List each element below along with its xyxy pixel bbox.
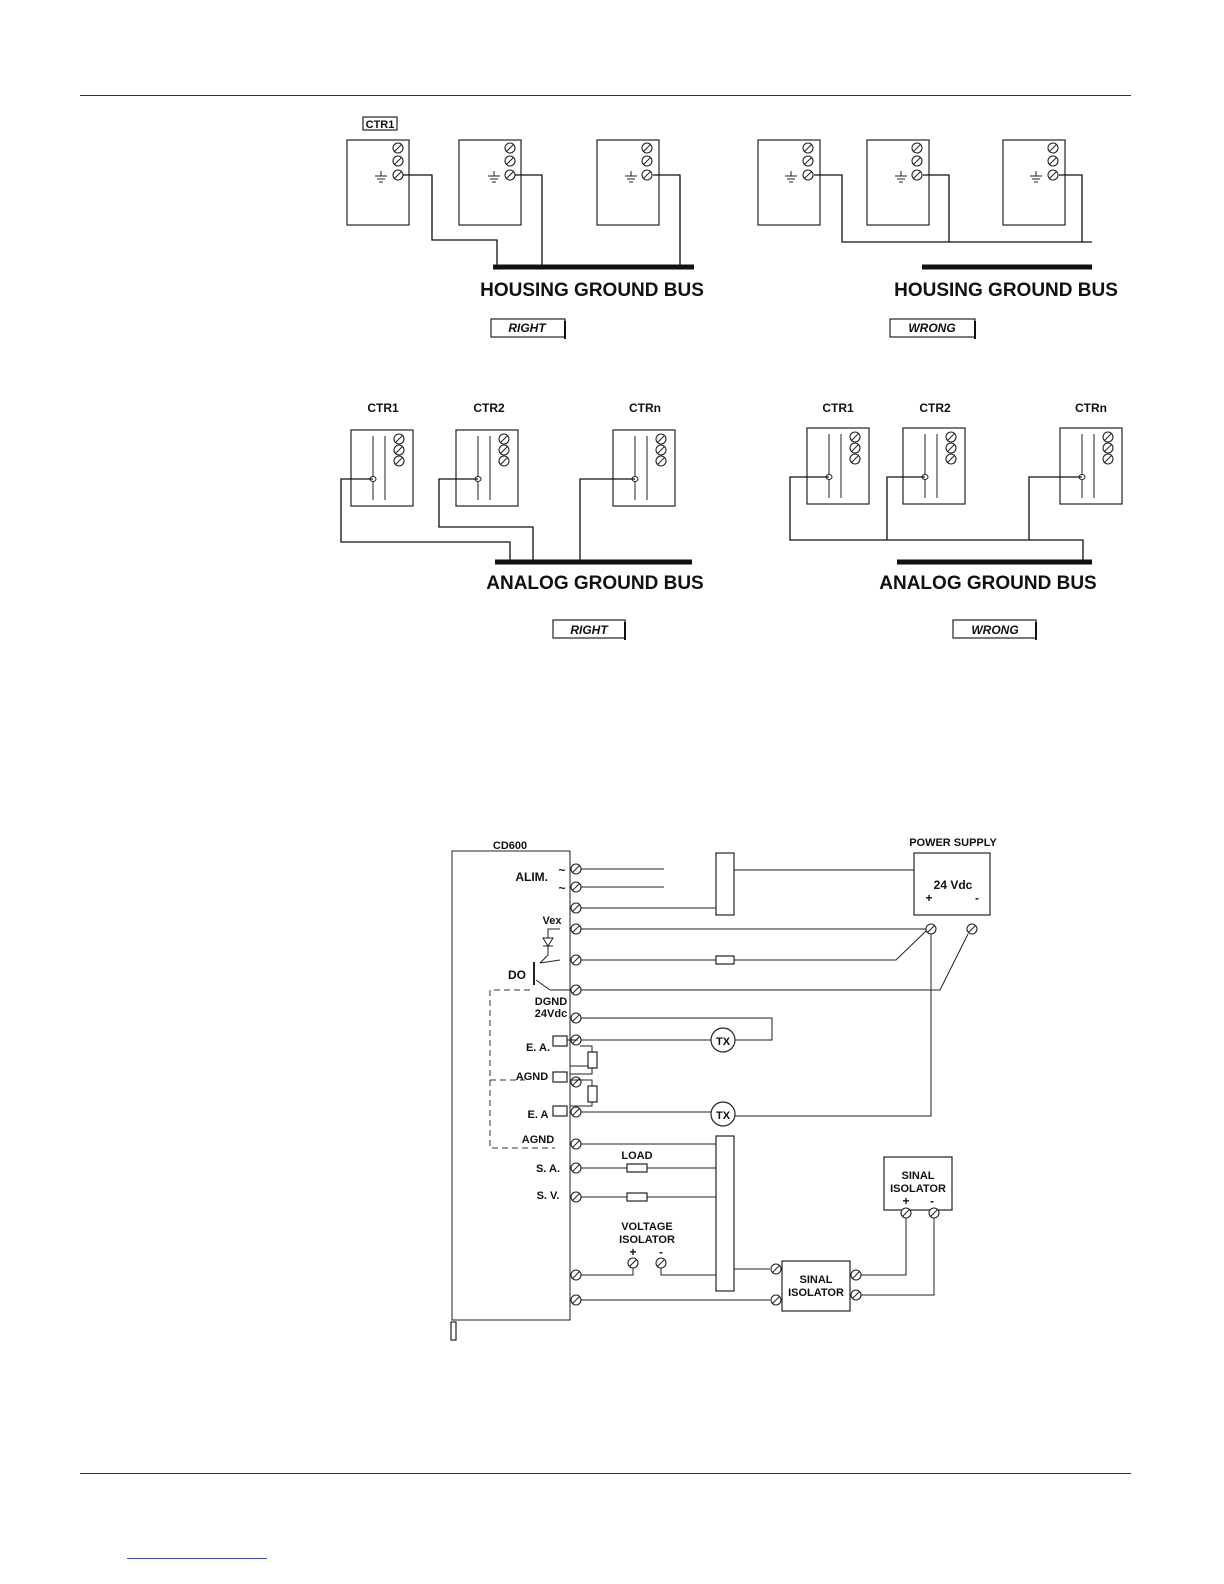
- load-label: LOAD: [621, 1150, 652, 1162]
- housing-right-ctr-3: [597, 140, 659, 225]
- sinal-isolator-bottom-label-1: SINAL: [800, 1274, 833, 1286]
- agnd1-label: AGND: [516, 1071, 548, 1083]
- power-supply-label: POWER SUPPLY: [909, 837, 997, 849]
- voltage-isolator-label-2: ISOLATOR: [619, 1234, 675, 1246]
- analog-wrong-ctr2-label: CTR2: [919, 401, 951, 415]
- housing-wrong-tag: WRONG: [908, 321, 955, 335]
- voltage-isolator-label-1: VOLTAGE: [621, 1221, 673, 1233]
- psu-plus: +: [925, 891, 932, 905]
- terminal-strip: [571, 864, 581, 1305]
- analog-wrong-tag: WRONG: [971, 623, 1018, 637]
- cd600-wiring-diagram: CD600 ALIM. ~ ~ Vex DO DGND 24Vdc E. A.: [451, 837, 997, 1340]
- analog-right-ctr-2: [456, 430, 518, 506]
- ea2-label: E. A: [528, 1109, 549, 1121]
- 24vdc-label: 24Vdc: [535, 1008, 567, 1020]
- vi-minus: -: [659, 1245, 663, 1259]
- analog-right-ctr1-label: CTR1: [367, 401, 399, 415]
- housing-bus-label-right: HOUSING GROUND BUS: [480, 280, 704, 301]
- housing-bus-label-wrong: HOUSING GROUND BUS: [894, 280, 1118, 301]
- analog-wrong-ctr-1: [807, 428, 869, 504]
- analog-wrong-ctr1-label: CTR1: [822, 401, 854, 415]
- analog-right-ctr2-label: CTR2: [473, 401, 505, 415]
- si-plus: +: [902, 1194, 909, 1208]
- housing-wrong-diagram: HOUSING GROUND BUS WRONG: [758, 140, 1118, 339]
- housing-right-ctr-2: [459, 140, 521, 225]
- agnd2-label: AGND: [522, 1134, 554, 1146]
- analog-wrong-ctrn-label: CTRn: [1075, 401, 1107, 415]
- cd600-label: CD600: [493, 840, 527, 852]
- analog-right-ctr-3: [613, 430, 675, 506]
- sinal-isolator-bottom: [782, 1261, 850, 1311]
- analog-bus-label-wrong: ANALOG GROUND BUS: [879, 573, 1096, 594]
- analog-right-ctr-1: [351, 430, 413, 506]
- ac-terminal-block: [716, 853, 734, 915]
- tx-label-1: TX: [716, 1036, 731, 1048]
- analog-wrong-diagram: CTR1 CTR2 CTRn ANALOG GROUND BUS WRONG: [790, 401, 1122, 640]
- analog-wrong-ctr-3: [1060, 428, 1122, 504]
- housing-right-diagram: CTR1 HOUSING GROUND BUS RI: [347, 117, 704, 339]
- analog-bus-label-right: ANALOG GROUND BUS: [486, 573, 703, 594]
- vi-plus: +: [629, 1245, 636, 1259]
- tx-label-2: TX: [716, 1110, 731, 1122]
- si-minus: -: [930, 1194, 934, 1208]
- analog-right-ctrn-label: CTRn: [629, 401, 661, 415]
- analog-right-diagram: CTR1 CTR2 CTRn ANALOG GROUND BUS RIGHT: [341, 401, 704, 640]
- sinal-isolator-top-label-2: ISOLATOR: [890, 1183, 946, 1195]
- output-terminal-block: [716, 1136, 734, 1291]
- alim-label: ALIM.: [515, 870, 548, 884]
- tilde-1: ~: [558, 863, 565, 877]
- psu-voltage-label: 24 Vdc: [934, 878, 973, 892]
- sa-label: S. A.: [536, 1163, 560, 1175]
- load-resistor: [627, 1164, 647, 1172]
- analog-wrong-ctr-2: [903, 428, 965, 504]
- tilde-2: ~: [558, 881, 565, 895]
- analog-right-tag: RIGHT: [570, 623, 609, 637]
- housing-wrong-ctr-1: [758, 140, 820, 225]
- housing-right-tag: RIGHT: [508, 321, 547, 335]
- sinal-isolator-top-label-1: SINAL: [902, 1170, 935, 1182]
- psu-minus: -: [975, 891, 979, 905]
- ea1-label: E. A.: [526, 1042, 550, 1054]
- dgnd-label: DGND: [535, 996, 567, 1008]
- housing-wrong-ctr-3: [1003, 140, 1065, 225]
- ctr1-top-label: CTR1: [366, 119, 395, 131]
- housing-right-ctr-1: [347, 140, 409, 225]
- housing-wrong-ctr-2: [867, 140, 929, 225]
- vex-label: Vex: [543, 915, 563, 927]
- do-label: DO: [508, 968, 526, 982]
- sinal-isolator-bottom-label-2: ISOLATOR: [788, 1287, 844, 1299]
- sv-label: S. V.: [537, 1190, 560, 1202]
